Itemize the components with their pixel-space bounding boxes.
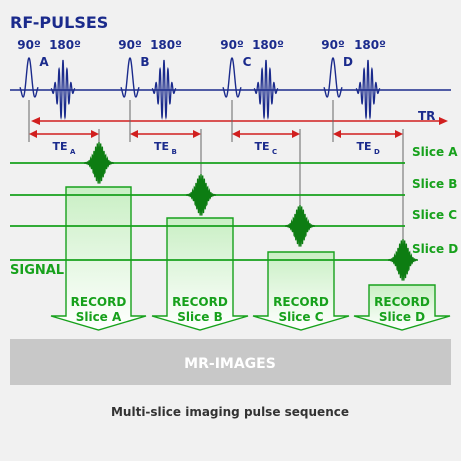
rf-pulse-180-d: [355, 59, 381, 120]
rf-pulse-90-a: [19, 57, 39, 98]
record-label: RECORD: [273, 295, 329, 309]
te-arrow-head-left: [333, 130, 341, 138]
slice-label: Slice B: [412, 177, 457, 191]
pulse-180-label: 180º: [252, 38, 284, 52]
te-label: TE: [254, 140, 269, 153]
mr-images-label: MR-IMAGES: [184, 356, 276, 372]
mr-images-bar: [10, 339, 451, 385]
te-label-subscript: D: [374, 148, 380, 156]
rf-pulse-180-c: [253, 59, 279, 120]
record-label: RECORD: [172, 295, 228, 309]
rf-pulse-90-d: [323, 57, 343, 98]
pulse-180-label: 180º: [354, 38, 386, 52]
record-window-2: [151, 217, 249, 331]
rf-pulse-90-c: [222, 57, 242, 98]
pulse-180-label: 180º: [49, 38, 81, 52]
record-label: RECORD: [374, 295, 430, 309]
rf-pulse-180-a: [50, 59, 76, 120]
te-arrow-head-right: [292, 130, 300, 138]
echo-signal-2: [185, 173, 217, 216]
slice-label: Slice D: [412, 242, 458, 256]
te-label-subscript: C: [272, 148, 277, 156]
te-arrow-head-right: [91, 130, 99, 138]
te-label: TE: [154, 140, 169, 153]
pulse-id-label: B: [140, 55, 149, 69]
tr-arrow-head-left: [31, 117, 40, 125]
pulse-90-label: 90º: [321, 38, 345, 52]
record-window-3: [252, 251, 350, 331]
te-arrow-head-right: [193, 130, 201, 138]
pulse-90-label: 90º: [220, 38, 244, 52]
te-label: TE: [52, 140, 67, 153]
pulse-90-label: 90º: [118, 38, 142, 52]
slice-label: Slice A: [412, 145, 458, 159]
rf-pulse-180-b: [151, 59, 177, 120]
echo-signal-4: [387, 238, 419, 281]
pulse-90-label: 90º: [17, 38, 41, 52]
record-slice-label: Slice B: [177, 310, 222, 324]
echo-signal-1: [83, 141, 115, 184]
record-slice-label: Slice D: [379, 310, 425, 324]
record-slice-label: Slice A: [76, 310, 122, 324]
pulse-id-label: D: [343, 55, 353, 69]
slice-label: Slice C: [412, 208, 457, 222]
te-label: TE: [356, 140, 371, 153]
record-label: RECORD: [71, 295, 127, 309]
tr-label: TR: [418, 109, 435, 123]
pulse-180-label: 180º: [150, 38, 182, 52]
pulse-id-label: A: [39, 55, 49, 69]
pulse-id-label: C: [243, 55, 252, 69]
tr-arrow-head-right: [439, 117, 448, 125]
caption: Multi-slice imaging pulse sequence: [111, 405, 349, 419]
te-arrow-head-left: [232, 130, 240, 138]
record-window-4: [353, 284, 451, 331]
rf-pulse-90-b: [120, 57, 140, 98]
echo-signals: [83, 141, 419, 281]
te-arrow-head-left: [29, 130, 37, 138]
te-label-subscript: B: [172, 148, 177, 156]
record-slice-label: Slice C: [278, 310, 323, 324]
record-window-1: [50, 186, 147, 331]
te-arrow-head-right: [395, 130, 403, 138]
te-arrow-head-left: [130, 130, 138, 138]
rf-pulses-title: RF-PULSES: [10, 13, 108, 32]
echo-signal-3: [284, 204, 316, 247]
te-label-subscript: A: [70, 148, 76, 156]
signal-label: SIGNAL: [10, 263, 64, 278]
